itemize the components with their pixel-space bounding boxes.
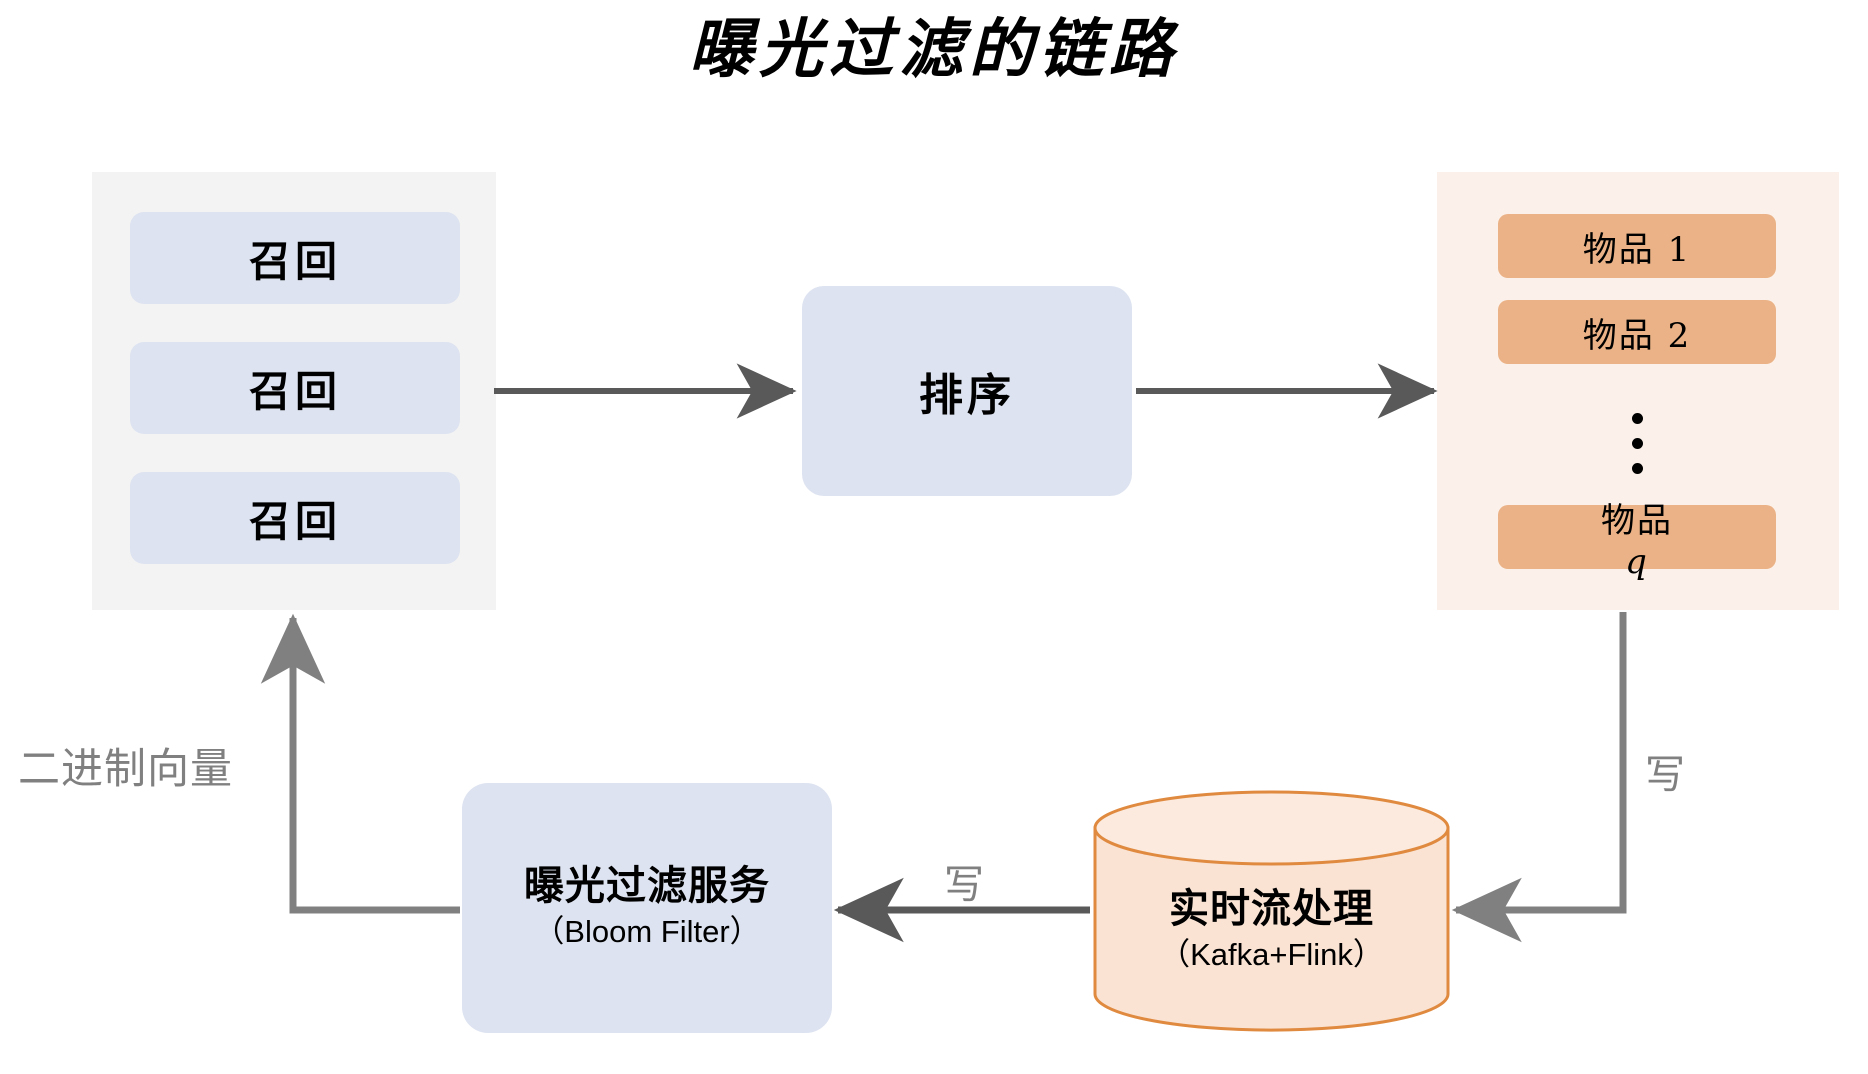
item-box-1[interactable]: 物品 1 (1498, 214, 1776, 278)
item-box-2[interactable]: 物品 2 (1498, 300, 1776, 364)
recall-box-2[interactable]: 召回 (130, 342, 460, 434)
recall-box-3[interactable]: 召回 (130, 472, 460, 564)
stream-processing-cylinder[interactable]: 实时流处理 （Kafka+Flink） (1093, 790, 1450, 1032)
edge-label-write-from-items: 写 (1645, 753, 1685, 797)
stream-title: 实时流处理 (1169, 887, 1374, 931)
stream-subtitle: （Kafka+Flink） (1159, 937, 1384, 972)
ellipsis-dot (1631, 462, 1643, 474)
stream-cylinder-label: 实时流处理 （Kafka+Flink） (1093, 830, 1450, 1032)
vertical-ellipsis-icon (1498, 398, 1776, 488)
ranking-box[interactable]: 排序 (802, 286, 1132, 496)
bloom-subtitle: （Bloom Filter） (533, 914, 761, 949)
arrow-bloom-to-recall (260, 613, 460, 914)
bloom-title: 曝光过滤服务 (524, 864, 770, 908)
arrow-items-to-stream (1451, 612, 1627, 943)
item-q-variable: q (1625, 541, 1649, 582)
cylinder-shape-icon (1093, 790, 1450, 1032)
edge-label-binary-vector: 二进制向量 (18, 745, 234, 792)
item-box-q[interactable]: 物品 q (1498, 501, 1776, 582)
ellipsis-dot (1631, 437, 1643, 449)
edge-label-write-to-bloom: 写 (944, 863, 984, 907)
recall-box-1[interactable]: 召回 (130, 212, 460, 304)
item-q-prefix: 物品 (1601, 500, 1673, 541)
bloom-filter-service-box[interactable]: 曝光过滤服务 （Bloom Filter） (462, 783, 832, 1033)
ellipsis-dot (1631, 412, 1643, 424)
page-title: 曝光过滤的链路 (689, 12, 1179, 87)
